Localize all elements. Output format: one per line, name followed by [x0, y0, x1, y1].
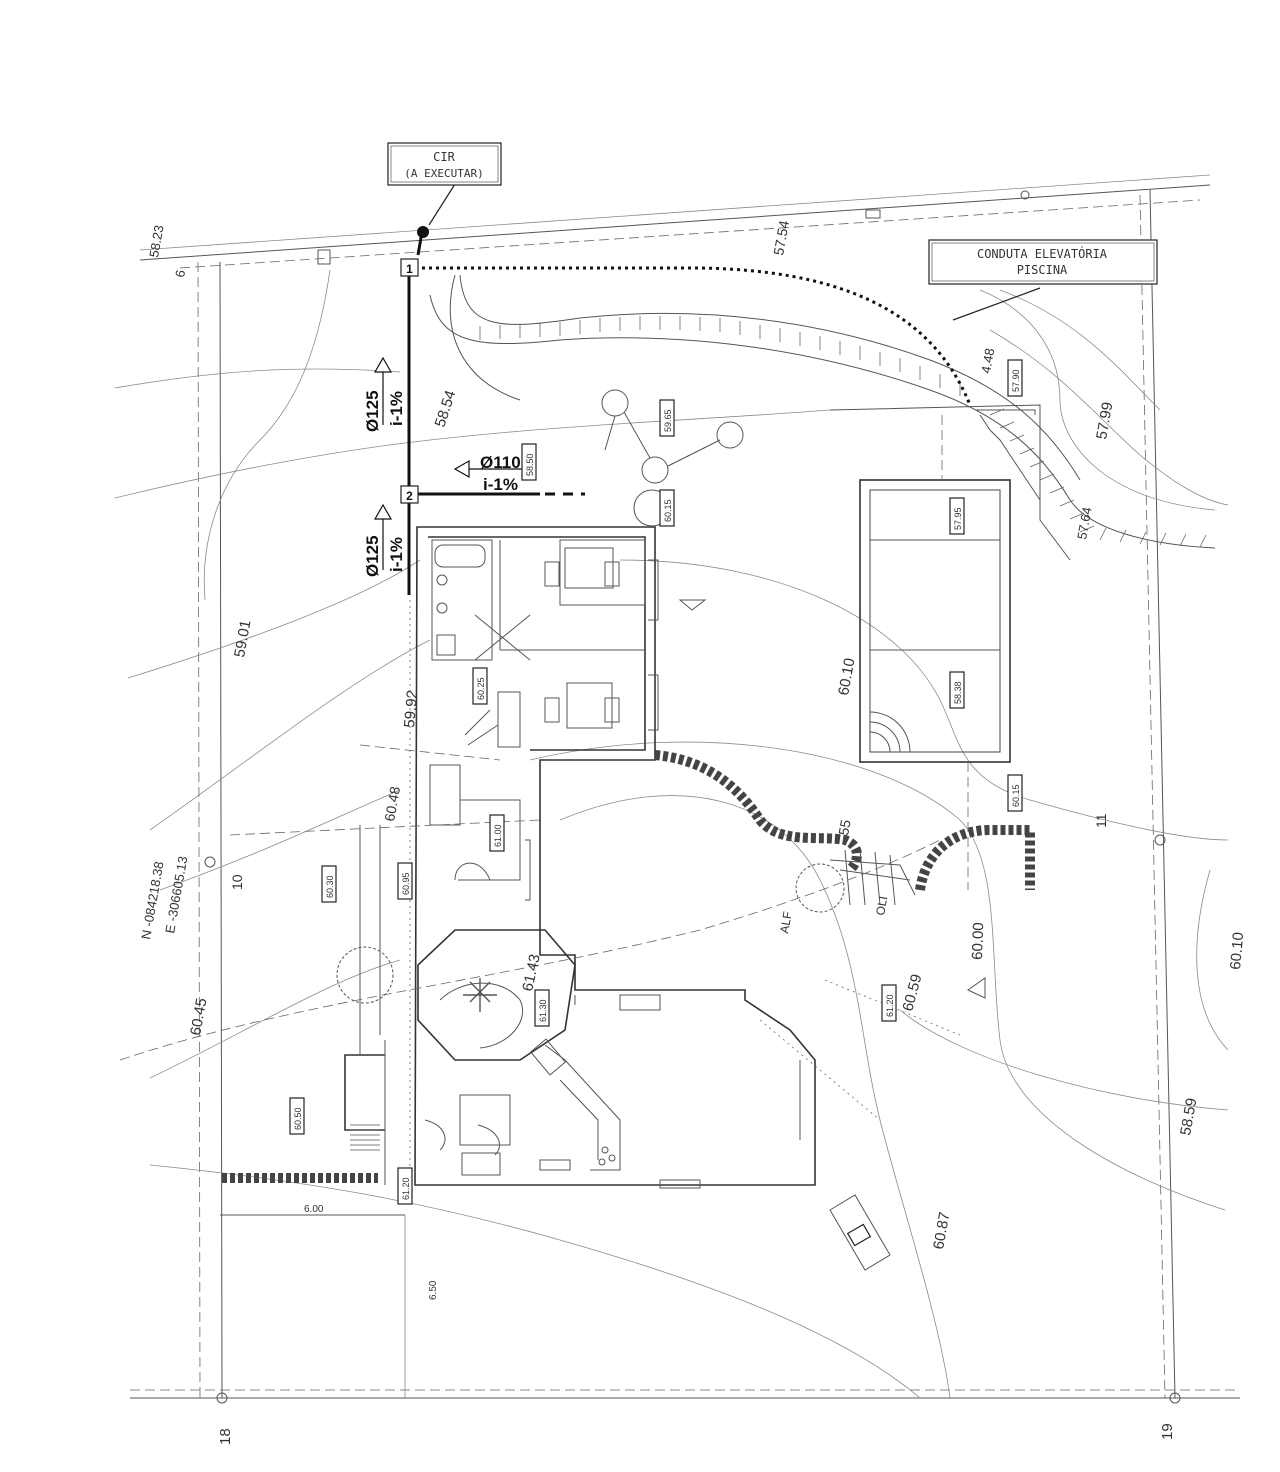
- tree-mark: 55: [835, 818, 853, 836]
- elevation-tag: 59.65: [659, 399, 675, 437]
- elevation-label: 60.30: [325, 875, 335, 898]
- elevation-value: 60.48: [381, 785, 403, 822]
- elevation-value: 59.92: [401, 689, 421, 728]
- manhole-1: 1: [400, 258, 419, 277]
- manhole-1-label: 1: [406, 262, 413, 276]
- elevation-value: 57.54: [770, 219, 792, 256]
- elevation-tag: 60.50: [289, 1097, 305, 1135]
- lot-number: 6: [172, 269, 188, 279]
- conduta-sublabel: PISCINA: [1017, 263, 1068, 277]
- elevation-label: 61.20: [885, 994, 895, 1017]
- elevation-label: 57.90: [1011, 369, 1021, 392]
- conduta-label: CONDUTA ELEVATÓRIA: [977, 246, 1108, 261]
- species-mark: OLI: [873, 895, 890, 916]
- elevation-value: 60.10: [835, 657, 858, 697]
- stone-garden-wall: [222, 414, 1041, 1183]
- elevation-value: 60.10: [1227, 931, 1247, 970]
- pipe-upper-diameter: Ø125: [363, 390, 382, 432]
- elevation-value: 57.99: [1093, 401, 1116, 441]
- elevation-tag: 58.38: [949, 671, 965, 709]
- pipe-lower-slope: i-1%: [387, 537, 406, 572]
- elevation-tag: 60.95: [397, 862, 413, 900]
- elevation-tag: 58.50: [521, 443, 537, 481]
- elevation-value: 60.87: [930, 1211, 953, 1251]
- elevation-label: 59.65: [663, 409, 673, 432]
- pipe-lower-diameter: Ø125: [363, 535, 382, 577]
- elevation-label: 57.95: [953, 507, 963, 530]
- manhole-2: 2: [400, 485, 419, 504]
- elevation-tag: 60.15: [1007, 774, 1023, 812]
- cir-sublabel: (A EXECUTAR): [404, 167, 483, 180]
- pipe-upper-slope: i-1%: [387, 391, 406, 426]
- elevation-label: 60.15: [1011, 784, 1021, 807]
- elevation-value: 60.45: [187, 997, 210, 1037]
- elevation-label: 61.00: [493, 824, 503, 847]
- dimension-mark: 6.50: [428, 1280, 439, 1300]
- elevation-value: 58.54: [432, 388, 460, 429]
- elevation-value: 61.43: [519, 953, 543, 993]
- lot-number: 10: [229, 874, 245, 890]
- terrain-contours: [114, 269, 1229, 1399]
- boundary-mark: 58.23: [146, 224, 166, 259]
- sewer-network: [373, 183, 1041, 595]
- pipe-branch-diameter: Ø110: [480, 453, 521, 472]
- dimension-mark: 6.00: [304, 1204, 324, 1215]
- elevation-tag: 60.15: [659, 489, 675, 527]
- elevation-value: 60.00: [969, 922, 987, 960]
- cir-label: CIR: [433, 150, 455, 164]
- slope-mark: 4.48: [978, 347, 997, 375]
- elevation-tag: 61.00: [489, 814, 505, 852]
- slope-mark: 57.64: [1074, 506, 1094, 541]
- elevation-tag: 61.30: [534, 989, 550, 1027]
- coordinate-east: E -306605.13: [162, 855, 190, 934]
- elevation-label: 58.38: [953, 681, 963, 704]
- elevation-tag: 60.25: [472, 667, 488, 705]
- driveway: [429, 274, 1216, 561]
- house-footprint: [344, 526, 816, 1190]
- trees: [336, 389, 916, 1004]
- elevation-tag: 60.30: [321, 865, 337, 903]
- elevation-label: 61.30: [538, 999, 548, 1022]
- corner-mark: 18: [217, 1428, 234, 1445]
- elevation-tag: 57.95: [949, 497, 965, 535]
- elevation-label: 60.50: [293, 1107, 303, 1130]
- elevation-value: 58.59: [1177, 1097, 1200, 1137]
- elevation-value: 60.59: [899, 972, 925, 1013]
- elevation-tag: 61.20: [881, 984, 897, 1022]
- lot-number: 11: [1093, 813, 1109, 828]
- corner-mark: 19: [1159, 1423, 1176, 1440]
- pipe-branch-slope: i-1%: [483, 475, 518, 494]
- swimming-pool: [859, 415, 1011, 890]
- elevation-value: 59.01: [231, 619, 254, 659]
- elevation-label: 60.15: [663, 499, 673, 522]
- elevation-tag: 61.20: [397, 1167, 413, 1205]
- species-mark: ALF: [777, 910, 795, 934]
- elevation-label: 60.25: [476, 677, 486, 700]
- elevation-label: 58.50: [525, 453, 535, 476]
- manhole-2-label: 2: [406, 489, 413, 503]
- conduta-callout: CONDUTA ELEVATÓRIA PISCINA: [928, 239, 1158, 285]
- elevation-label: 60.95: [401, 872, 411, 895]
- property-boundary: [130, 174, 1240, 1399]
- elevation-tag: 57.90: [1007, 359, 1023, 397]
- survey-points: [204, 190, 1181, 1404]
- cir-callout: CIR (A EXECUTAR): [387, 142, 502, 186]
- elevation-label: 61.20: [401, 1177, 411, 1200]
